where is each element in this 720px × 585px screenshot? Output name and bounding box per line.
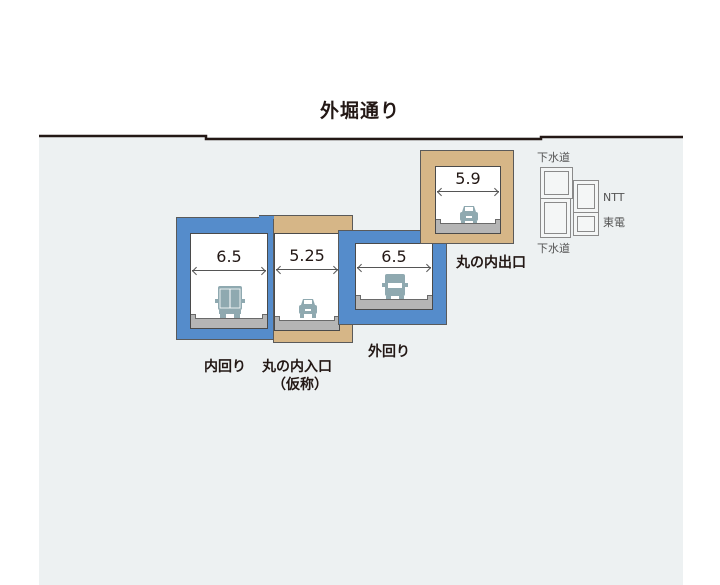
tunnel-interior: 6.5: [190, 233, 268, 329]
curb-left: [191, 314, 196, 319]
tunnel-step: [259, 215, 274, 219]
tunnel-interior: 5.9: [435, 166, 501, 234]
tunnel-marunouchi-exit: 5.9: [420, 150, 514, 244]
label-ntt: NTT: [603, 191, 625, 204]
sewer-conduit-top: [540, 167, 573, 199]
curb-left: [436, 219, 441, 224]
tunnel-inner-loop: 6.5: [176, 217, 274, 340]
dimension-arrow-icon: [357, 267, 431, 268]
curb-right: [334, 316, 339, 321]
dimension-arrow-icon: [192, 270, 266, 271]
dimension-arrow-icon: [276, 269, 338, 270]
sewer-conduit-bottom: [540, 198, 571, 238]
label-inner-loop: 内回り: [204, 359, 246, 375]
ntt-conduit: [573, 180, 599, 213]
road-surface-line: [39, 134, 683, 141]
curb-right: [427, 295, 432, 300]
dimension-arrow-icon: [437, 191, 499, 192]
label-toden: 東電: [603, 216, 625, 229]
tunnel-interior: 6.5: [355, 243, 433, 310]
label-marunouchi-entrance: 丸の内入口: [262, 359, 332, 375]
pavement: [275, 320, 339, 330]
width-dimension: 6.5: [216, 247, 242, 266]
pavement: [436, 223, 500, 233]
width-dimension: 6.5: [381, 247, 407, 266]
width-dimension: 5.9: [455, 169, 481, 188]
toden-conduit: [573, 212, 599, 236]
label-marunouchi-entrance-tentative: （仮称）: [272, 377, 328, 393]
pavement: [356, 299, 432, 309]
curb-right: [495, 219, 500, 224]
curb-left: [356, 295, 361, 300]
label-marunouchi-exit: 丸の内出口: [456, 255, 526, 271]
road-name-title: 外堀通り: [319, 100, 400, 122]
car-icon: [299, 299, 317, 318]
label-sewer-bottom: 下水道: [537, 242, 570, 255]
truck-front-icon: [382, 274, 408, 301]
tunnel-outer-loop: 6.5: [338, 230, 447, 325]
width-dimension: 5.25: [289, 246, 325, 265]
pavement: [191, 318, 267, 328]
label-sewer-top: 下水道: [537, 151, 570, 164]
truck-icon: [215, 286, 245, 318]
tunnel-interior: 5.25: [274, 233, 340, 331]
curb-right: [262, 314, 267, 319]
curb-left: [275, 316, 280, 321]
label-outer-loop: 外回り: [368, 344, 410, 360]
